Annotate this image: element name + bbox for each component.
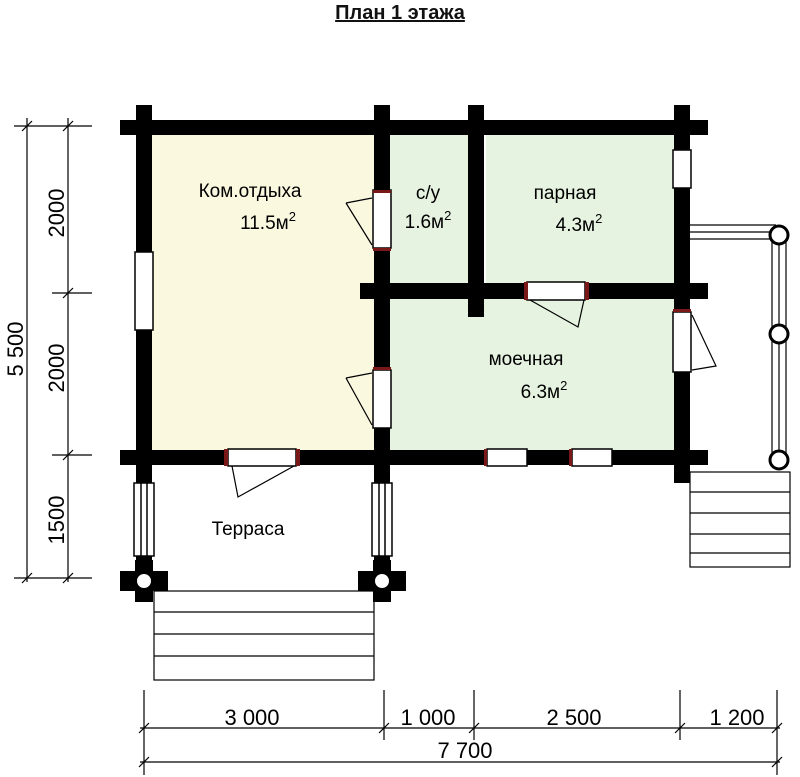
- window-washing-1: [486, 448, 528, 467]
- terrace-columns: [120, 560, 406, 602]
- dim-h-1000: 1 000: [400, 705, 455, 730]
- room-bath-area: 1.6м2: [405, 208, 452, 233]
- room-steam-area: 4.3м2: [556, 211, 603, 236]
- washing-room-fill: [390, 297, 676, 450]
- bathroom-fill: [390, 135, 472, 285]
- dim-h-2500: 2 500: [546, 705, 601, 730]
- dim-h-3000: 3 000: [224, 705, 279, 730]
- dim-v-2000-top: 2000: [44, 189, 69, 238]
- terrace-steps: [153, 590, 375, 681]
- porch-posts: [768, 224, 790, 471]
- horizontal-dimensions: [138, 690, 783, 775]
- door-opening-outside: [672, 311, 692, 373]
- room-steam-name: парная: [534, 183, 597, 204]
- window-left: [134, 251, 154, 331]
- dim-v-1500: 1500: [44, 496, 69, 545]
- dim-h-1200: 1 200: [709, 705, 764, 730]
- window-washing-2: [571, 448, 613, 467]
- right-porch: [689, 224, 791, 568]
- dim-v-2000-mid: 2000: [44, 344, 69, 393]
- rest-room-fill: [150, 135, 376, 450]
- door-opening-terrace: [227, 448, 297, 467]
- dim-h-total: 7 700: [437, 738, 492, 763]
- room-terrace-name: Терраса: [212, 519, 285, 540]
- terrace-posts: [133, 482, 393, 557]
- door-opening-steam: [526, 281, 586, 301]
- steam-room-fill: [486, 135, 676, 285]
- door-swings: [231, 197, 717, 498]
- openings: [134, 149, 692, 467]
- room-rest-area: 11.5м2: [240, 209, 296, 234]
- room-washing-name: моечная: [489, 349, 564, 370]
- vertical-dimensions: [14, 118, 92, 584]
- window-steam: [672, 149, 692, 189]
- door-opening-bath: [372, 189, 392, 249]
- dim-v-total: 5 500: [3, 321, 28, 376]
- room-rest-name: Ком.отдыха: [199, 181, 302, 202]
- room-bath-name: с/у: [416, 183, 441, 204]
- door-opening-rest: [372, 369, 392, 429]
- room-washing-area: 6.3м2: [521, 378, 568, 403]
- plan-title: План 1 этажа: [335, 2, 465, 24]
